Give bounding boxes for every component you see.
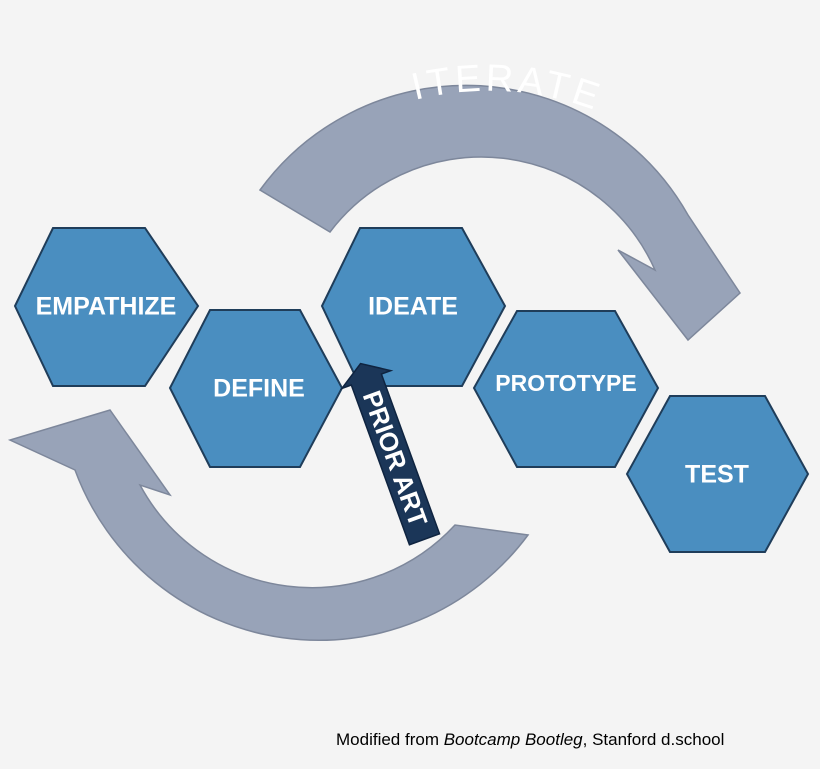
hex-empathize: EMPATHIZE: [13, 227, 200, 387]
return-arrow: [7, 409, 530, 642]
stage-label-prototype: PROTOTYPE: [495, 370, 636, 396]
caption-title: Bootcamp Bootleg: [443, 730, 583, 749]
hex-ideate: IDEATE: [320, 227, 507, 387]
stage-label-ideate: IDEATE: [368, 293, 458, 321]
hex-prototype: PROTOTYPE: [472, 310, 660, 468]
source-caption: Modified from Bootcamp Bootleg, Stanford…: [336, 730, 724, 750]
hex-define: DEFINE: [168, 309, 344, 468]
caption-prefix: Modified from: [336, 730, 444, 749]
stage-label-empathize: EMPATHIZE: [36, 293, 177, 321]
prior-art-label: PRIOR ART: [357, 387, 434, 531]
iterate-arrow: [258, 84, 741, 342]
stage-label-define: DEFINE: [213, 375, 305, 403]
stage-label-test: TEST: [685, 461, 749, 489]
hex-test: TEST: [625, 395, 810, 553]
caption-suffix: , Stanford d.school: [582, 730, 725, 749]
